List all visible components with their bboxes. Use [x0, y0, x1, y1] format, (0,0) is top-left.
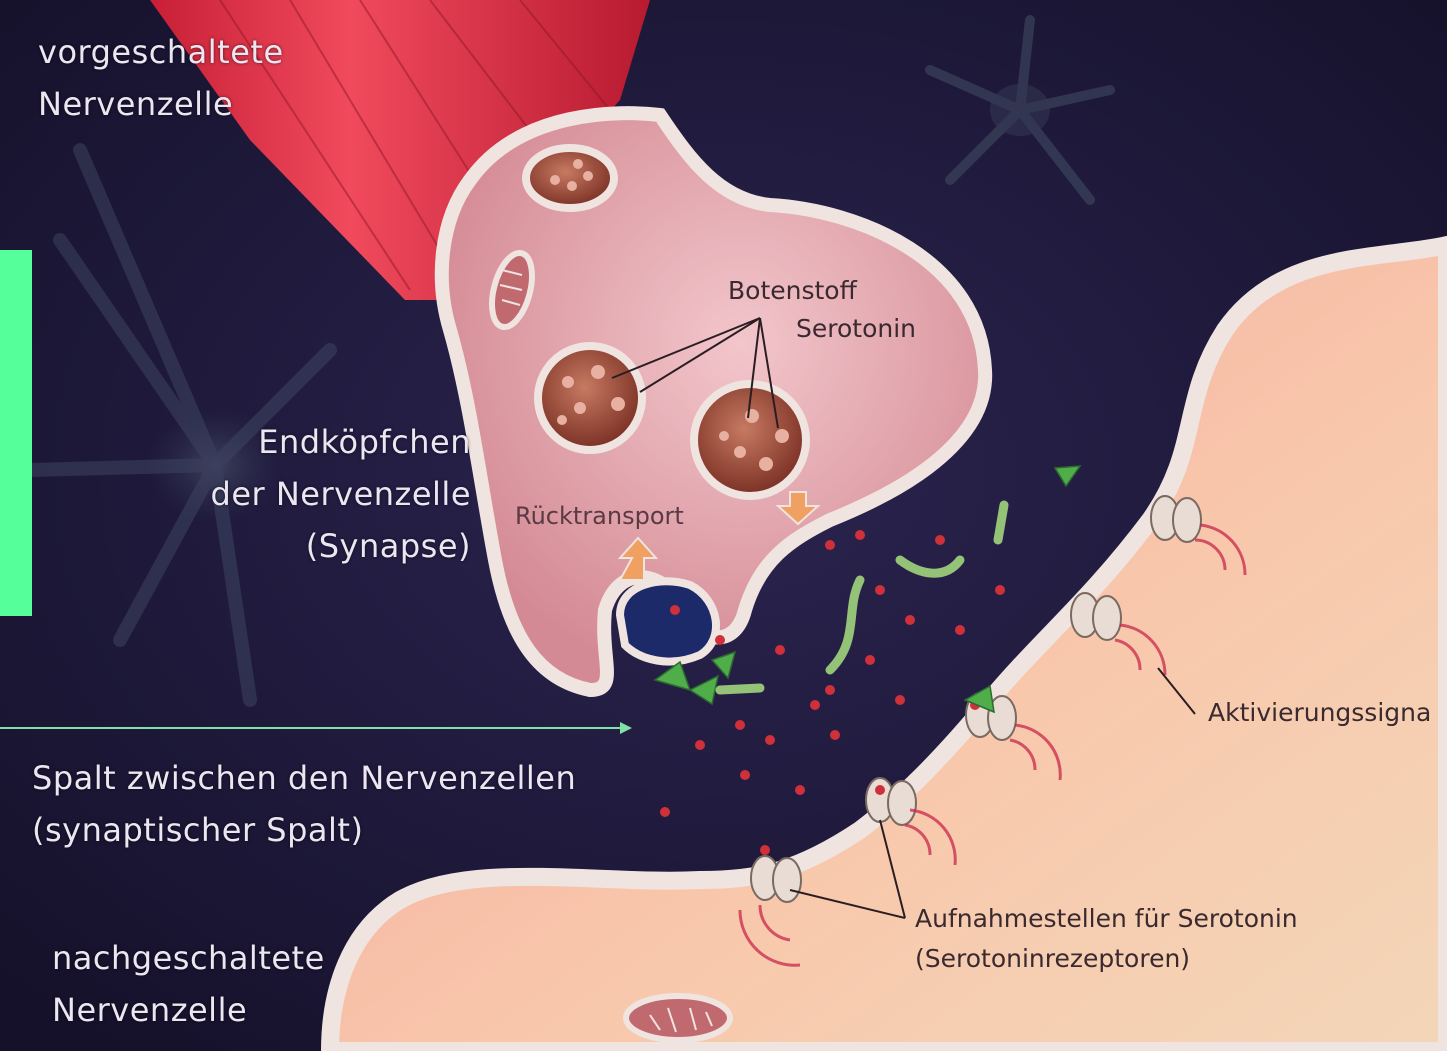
receptor-4	[866, 778, 916, 825]
label-postsynaptic-line2: Nervenzelle	[52, 994, 247, 1026]
label-terminal-line2: der Nervenzelle	[211, 478, 471, 510]
label-terminal-line3: (Synapse)	[306, 530, 471, 562]
label-messenger-line1: Botenstoff	[728, 278, 857, 303]
label-presynaptic-line1: vorgeschaltete	[38, 36, 284, 68]
label-cleft-line2: (synaptischer Spalt)	[32, 814, 363, 846]
receptor-2	[1071, 593, 1121, 640]
label-presynaptic-line2: Nervenzelle	[38, 88, 233, 120]
label-activation: Aktivierungssigna	[1208, 700, 1431, 725]
receptor-1	[1151, 496, 1201, 542]
label-receptors-line2: (Serotoninrezeptoren)	[915, 946, 1190, 971]
label-cleft-line1: Spalt zwischen den Nervenzellen	[32, 762, 576, 794]
receptor-5	[751, 856, 801, 902]
label-messenger-line2: Serotonin	[796, 316, 916, 341]
label-receptors-line1: Aufnahmestellen für Serotonin	[915, 906, 1298, 931]
mitochondrion-postsynaptic	[626, 996, 730, 1040]
vesicle-left	[538, 346, 642, 450]
reuptake-transporter	[620, 581, 716, 661]
label-terminal-line1: Endköpfchen	[258, 426, 471, 458]
side-marker-bar	[0, 250, 32, 616]
label-reuptake: Rücktransport	[515, 504, 684, 528]
label-postsynaptic-line1: nachgeschaltete	[52, 942, 325, 974]
vesicle-top	[526, 148, 614, 208]
